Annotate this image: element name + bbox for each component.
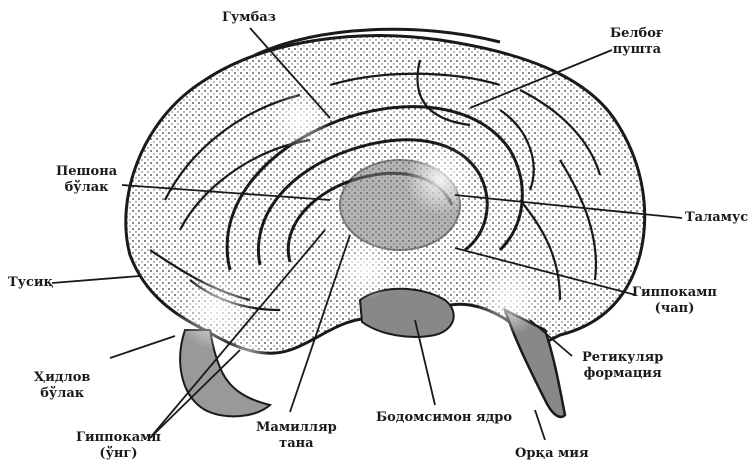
label-gippokamp-right-line1: Гиппокамп xyxy=(76,430,161,446)
label-tusiq: Тусиқ xyxy=(8,275,53,291)
label-retikulyar-line2: формация xyxy=(582,366,663,382)
label-peshona-line1: Пешона xyxy=(56,164,117,180)
label-gippokamp-left-line1: Гиппокамп xyxy=(632,285,717,301)
label-mamillyar-line2: тана xyxy=(256,436,337,452)
label-beldor: Белбоғ пушта xyxy=(610,26,664,58)
label-hidlov-line1: Ҳидлов xyxy=(34,370,90,386)
label-gippokamp-right-line2: (ўнг) xyxy=(76,446,161,462)
label-gippokamp-left-line2: (чап) xyxy=(632,301,717,317)
label-mamillyar: Мамилляр тана xyxy=(256,420,337,452)
label-mamillyar-line1: Мамилляр xyxy=(256,420,337,436)
label-peshona-line2: бўлак xyxy=(56,180,117,196)
label-beldor-line1: Белбоғ xyxy=(610,26,664,42)
label-gumbaz: Гумбаз xyxy=(222,10,276,26)
label-bodomsimon: Бодомсимон ядро xyxy=(376,410,512,426)
label-beldor-line2: пушта xyxy=(610,42,664,58)
label-talamus: Таламус xyxy=(685,210,748,226)
label-gippokamp-left: Гиппокамп (чап) xyxy=(632,285,717,317)
label-hidlov-line2: бўлак xyxy=(34,386,90,402)
label-hidlov: Ҳидлов бўлак xyxy=(34,370,90,402)
label-retikulyar-line1: Ретикуляр xyxy=(582,350,663,366)
label-peshona: Пешона бўлак xyxy=(56,164,117,196)
label-gippokamp-right: Гиппокамп (ўнг) xyxy=(76,430,161,462)
label-orqa-miya: Орқа мия xyxy=(515,446,589,462)
label-retikulyar: Ретикуляр формация xyxy=(582,350,663,382)
